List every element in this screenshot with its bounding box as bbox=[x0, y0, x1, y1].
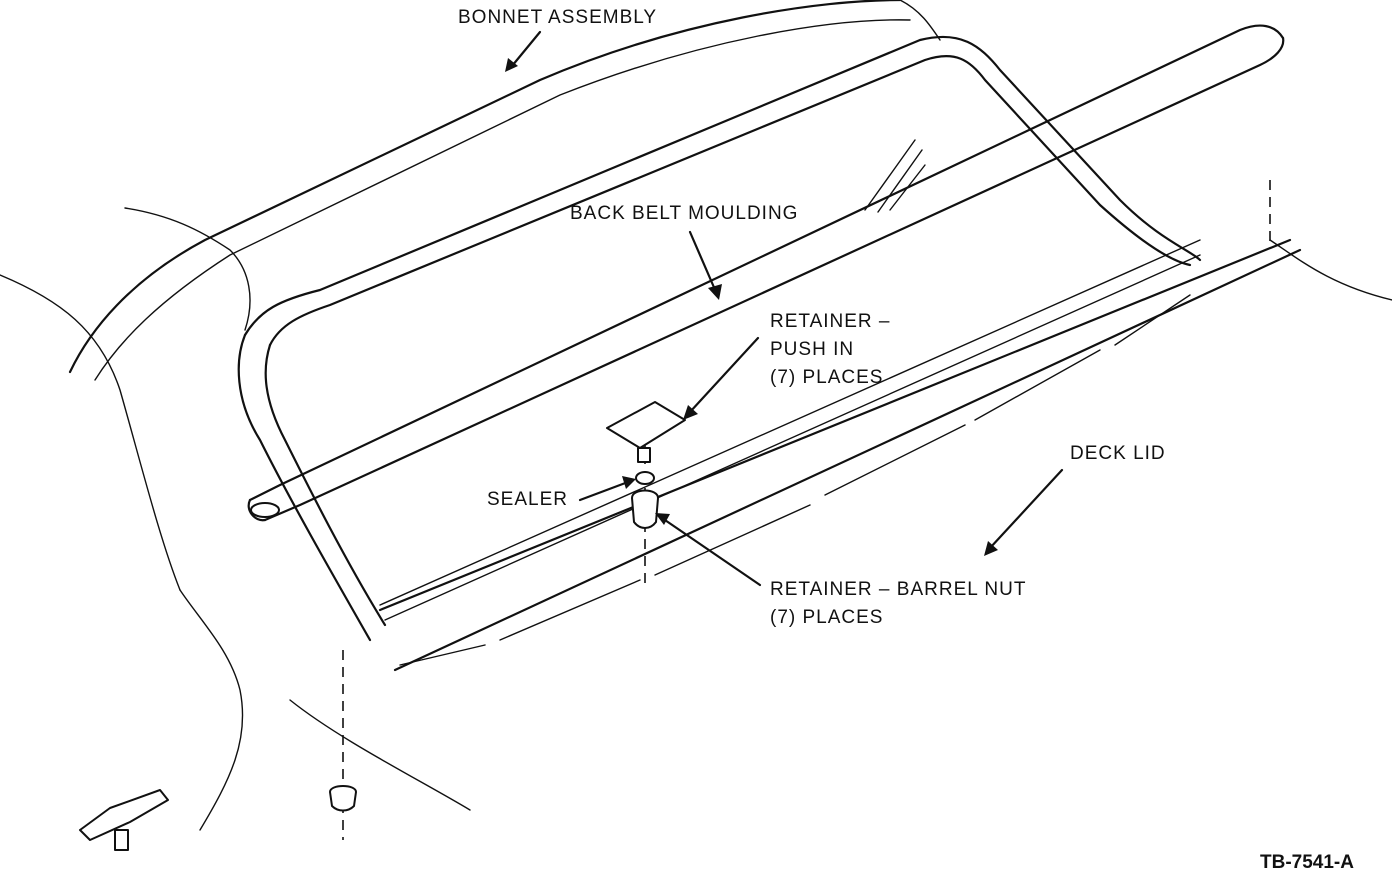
arrow-back-belt-head bbox=[708, 284, 722, 300]
window-frame-left-inner bbox=[264, 343, 387, 627]
deck-lid-edge bbox=[179, 589, 244, 831]
fender-line bbox=[124, 207, 251, 331]
lower-barrel-nut-part bbox=[329, 785, 357, 812]
window-frame-inner bbox=[268, 55, 1192, 347]
label-deck-lid: DECK LID bbox=[1070, 443, 1166, 464]
bonnet-side-curve bbox=[0, 274, 181, 591]
arrow-retainer-push-in bbox=[688, 336, 760, 414]
wing-bolt-stem bbox=[114, 829, 129, 851]
arrow-deck-lid bbox=[988, 468, 1064, 550]
deck-lid-rear-edge bbox=[289, 699, 471, 811]
barrel-nut-part bbox=[631, 489, 659, 529]
push-in-retainer-stem bbox=[637, 447, 651, 463]
bonnet-outline bbox=[68, 0, 902, 374]
window-glass-lower-2 bbox=[384, 254, 1201, 621]
arrow-sealer bbox=[578, 480, 630, 502]
arrow-bonnet-head bbox=[505, 58, 518, 72]
bonnet-inner-edge bbox=[94, 19, 911, 381]
window-glass-lower bbox=[379, 239, 1201, 606]
label-bonnet-assembly: BONNET ASSEMBLY bbox=[458, 7, 658, 28]
back-belt-moulding-end bbox=[247, 498, 267, 522]
label-retainer-barrel-nut-1: RETAINER – BARREL NUT bbox=[770, 579, 1027, 600]
glass-glare-2 bbox=[877, 149, 923, 213]
label-sealer: SEALER bbox=[487, 489, 568, 510]
sealer-part bbox=[635, 471, 655, 485]
deck-lid-strip-lower bbox=[393, 248, 1302, 672]
label-retainer-push-in-2: PUSH IN bbox=[770, 339, 855, 360]
push-in-retainer bbox=[606, 401, 686, 449]
window-frame-left-outer bbox=[237, 333, 372, 642]
back-belt-moulding-bottom bbox=[263, 36, 1285, 522]
label-retainer-push-in-1: RETAINER – bbox=[770, 311, 891, 332]
back-belt-moulding-end-cap bbox=[250, 502, 280, 518]
deck-lid-right-edge bbox=[1269, 239, 1392, 301]
label-retainer-push-in-3: (7) PLACES bbox=[770, 367, 884, 388]
window-frame-outer bbox=[243, 35, 1202, 337]
arrow-bonnet bbox=[510, 30, 542, 68]
arrow-retainer-push-in-head bbox=[683, 405, 698, 420]
figure-id: TB-7541-A bbox=[1260, 852, 1354, 873]
label-back-belt-moulding: BACK BELT MOULDING bbox=[570, 203, 799, 224]
glass-glare-1 bbox=[864, 139, 916, 211]
wing-bolt-part bbox=[79, 789, 169, 841]
arrow-deck-lid-head bbox=[984, 541, 998, 556]
label-retainer-barrel-nut-2: (7) PLACES bbox=[770, 607, 884, 628]
deck-lid-strip-segments bbox=[399, 294, 1191, 666]
arrow-back-belt bbox=[688, 230, 718, 294]
deck-lid-strip-upper bbox=[378, 238, 1292, 612]
arrow-barrel-nut-head bbox=[655, 513, 670, 525]
back-belt-moulding-top bbox=[248, 24, 1285, 502]
arrow-barrel-nut bbox=[660, 516, 762, 587]
arrow-sealer-head bbox=[622, 476, 636, 489]
